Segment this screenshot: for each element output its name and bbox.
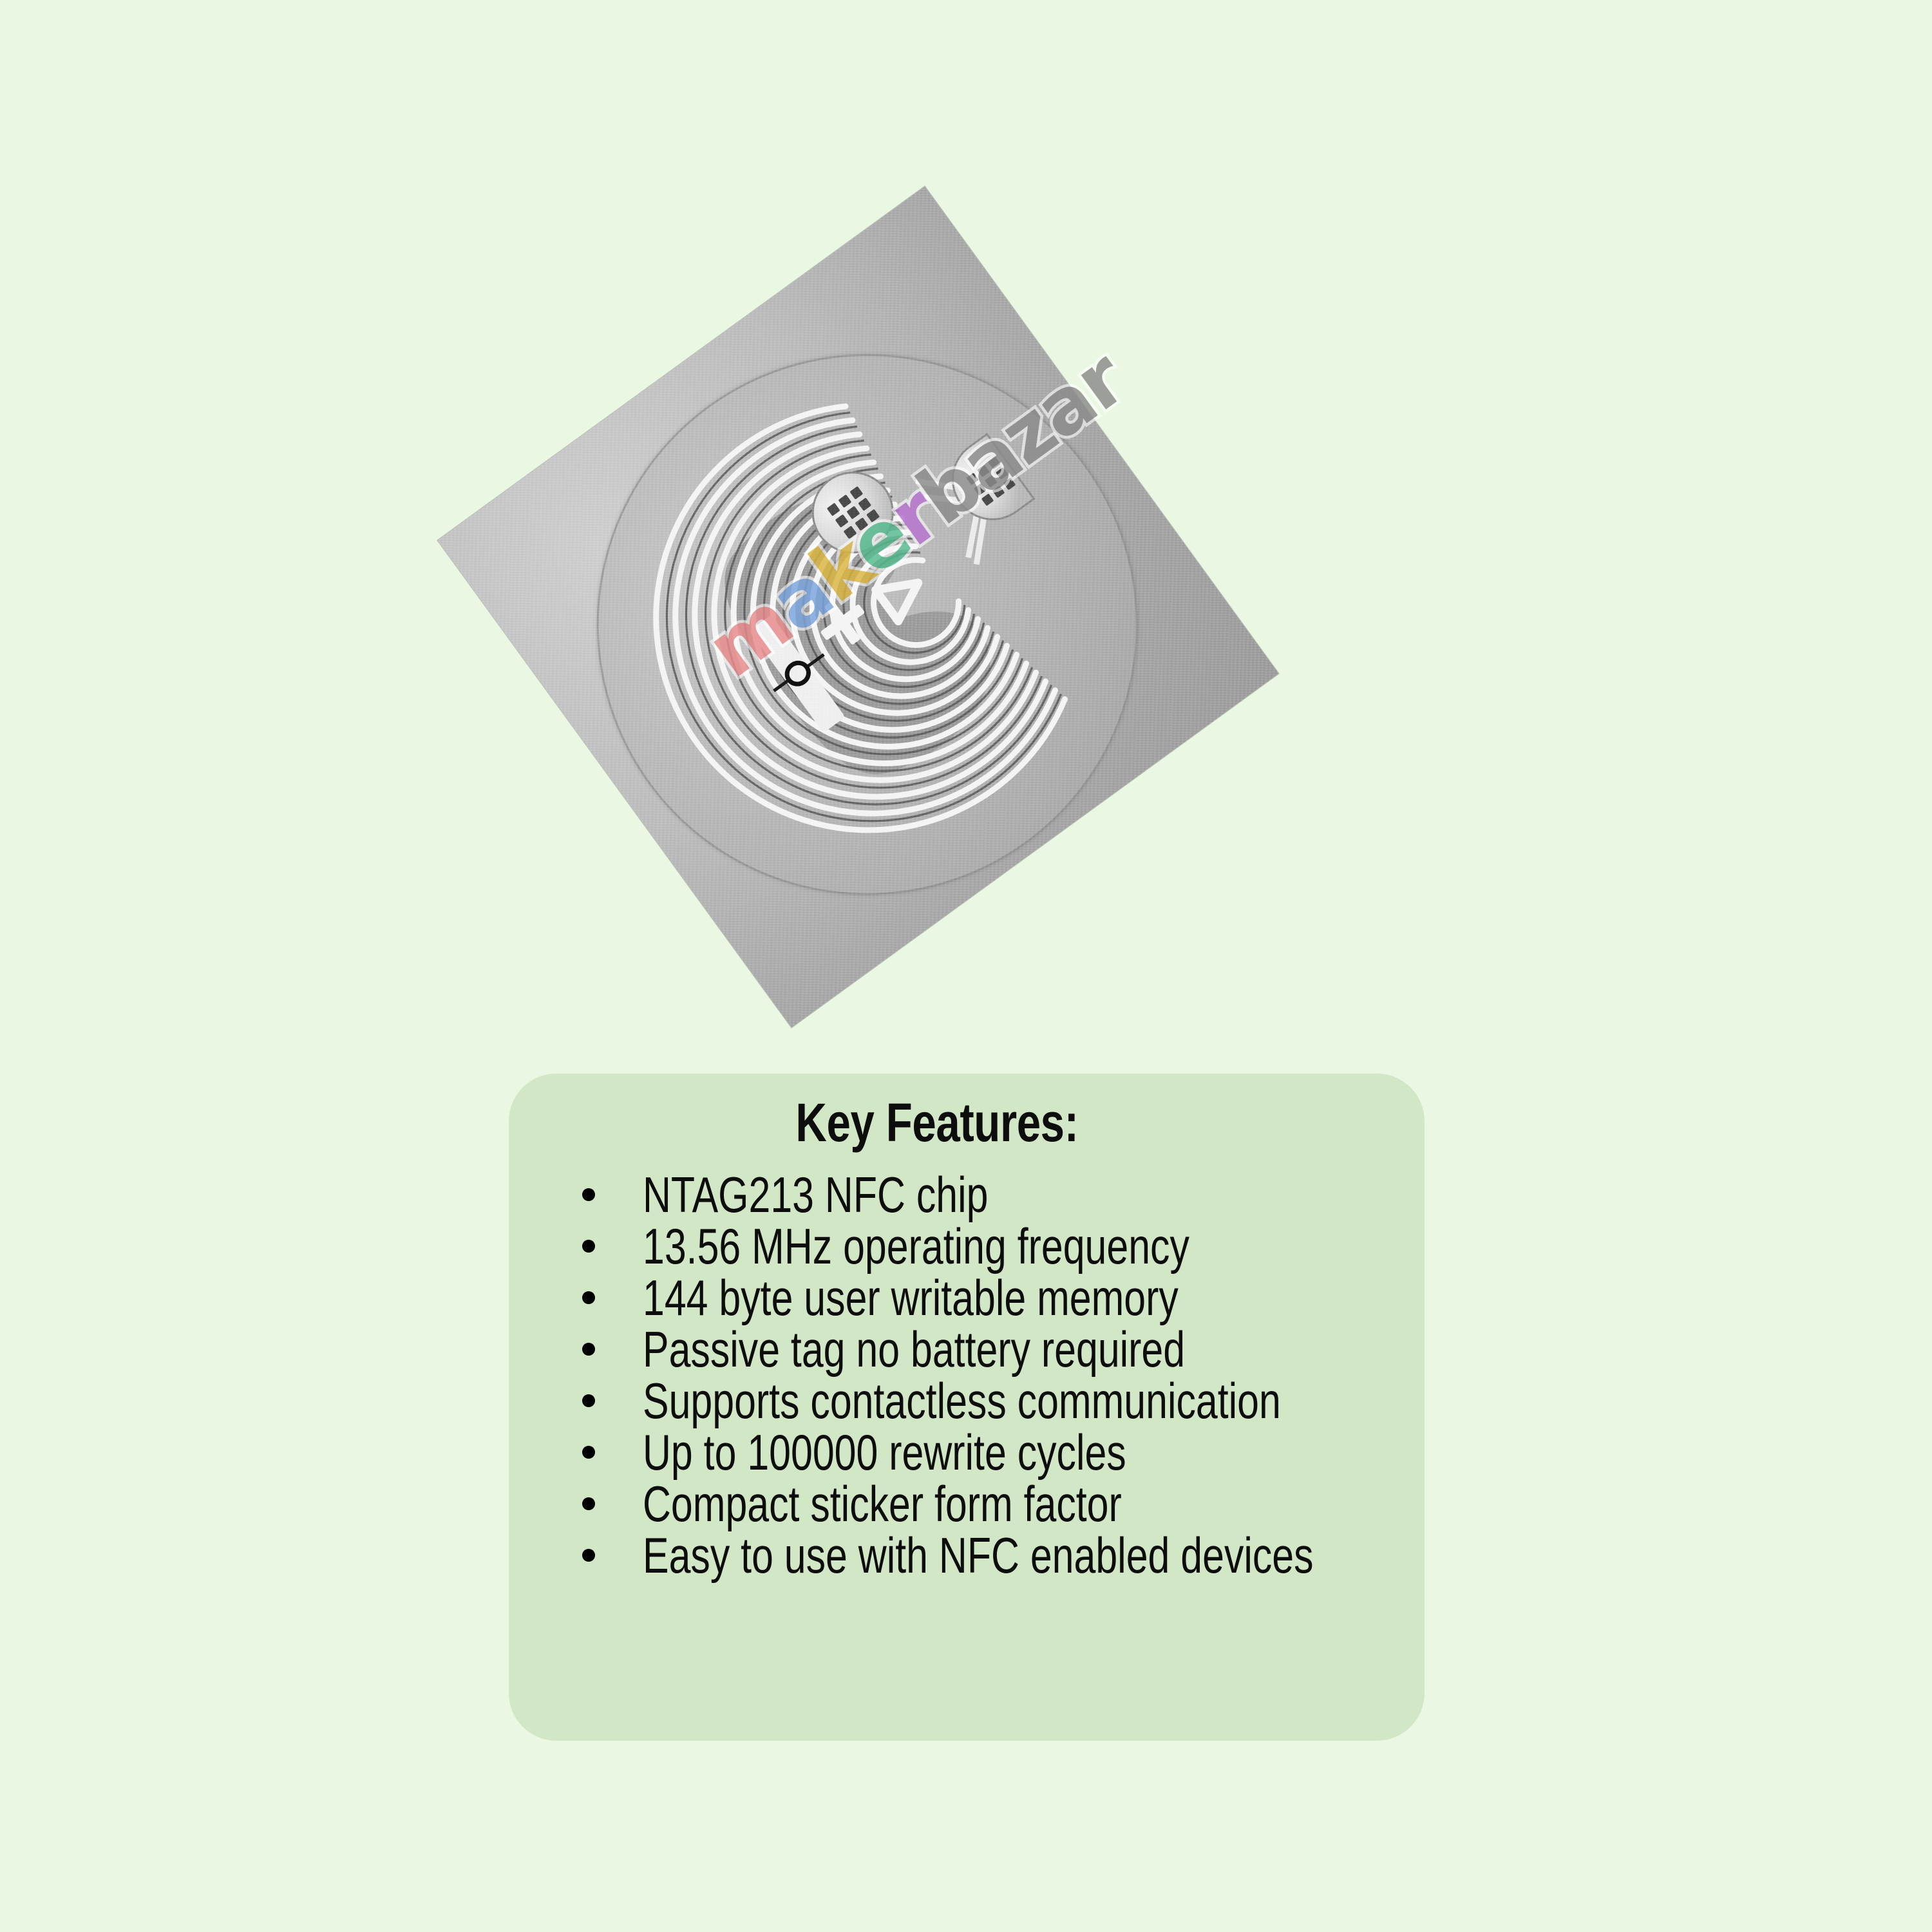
list-item: Up to 100000 rewrite cycles <box>573 1426 1410 1478</box>
key-features-card: Key Features: NTAG213 NFC chip 13.56 MHz… <box>509 1074 1425 1741</box>
list-item-label: Up to 100000 rewrite cycles <box>643 1424 1126 1481</box>
list-item: Compact sticker form factor <box>573 1478 1410 1530</box>
list-item-label: 144 byte user writable memory <box>643 1269 1179 1326</box>
list-item-label: Compact sticker form factor <box>643 1475 1122 1532</box>
bullet-icon <box>582 1240 595 1253</box>
nfc-antenna-artwork <box>529 275 1213 959</box>
list-item: NTAG213 NFC chip <box>573 1169 1410 1220</box>
list-item-label: Supports contactless communication <box>643 1372 1281 1429</box>
bullet-icon <box>582 1446 595 1459</box>
triangle-arrow-icon <box>871 578 923 626</box>
product-photo: makerbazar <box>0 0 1932 1069</box>
key-features-list: NTAG213 NFC chip 13.56 MHz operating fre… <box>573 1169 1410 1581</box>
list-item: 144 byte user writable memory <box>573 1272 1410 1323</box>
nfc-sticker-tag <box>437 186 1279 1028</box>
list-item-label: 13.56 MHz operating frequency <box>643 1218 1189 1274</box>
bullet-icon <box>582 1497 595 1510</box>
list-item: 13.56 MHz operating frequency <box>573 1220 1410 1272</box>
bullet-icon <box>582 1343 595 1356</box>
list-item: Easy to use with NFC enabled devices <box>573 1530 1410 1581</box>
list-item-label: Passive tag no battery required <box>643 1321 1186 1378</box>
bullet-icon <box>582 1394 595 1407</box>
list-item: Passive tag no battery required <box>573 1323 1410 1375</box>
list-item: Supports contactless communication <box>573 1375 1410 1426</box>
antenna-coil-tracks <box>653 403 1068 833</box>
top-chip-pad <box>811 471 894 554</box>
bullet-icon <box>582 1549 595 1562</box>
bullet-icon <box>582 1188 595 1201</box>
bullet-icon <box>582 1291 595 1304</box>
list-item-label: Easy to use with NFC enabled devices <box>643 1527 1314 1584</box>
antenna-coil-gaps <box>665 411 1063 822</box>
right-chip-pad <box>951 433 1036 520</box>
list-item-label: NTAG213 NFC chip <box>643 1166 989 1223</box>
key-features-title: Key Features: <box>795 1092 1079 1153</box>
dot-icon <box>784 660 811 687</box>
plus-icon <box>820 601 865 645</box>
